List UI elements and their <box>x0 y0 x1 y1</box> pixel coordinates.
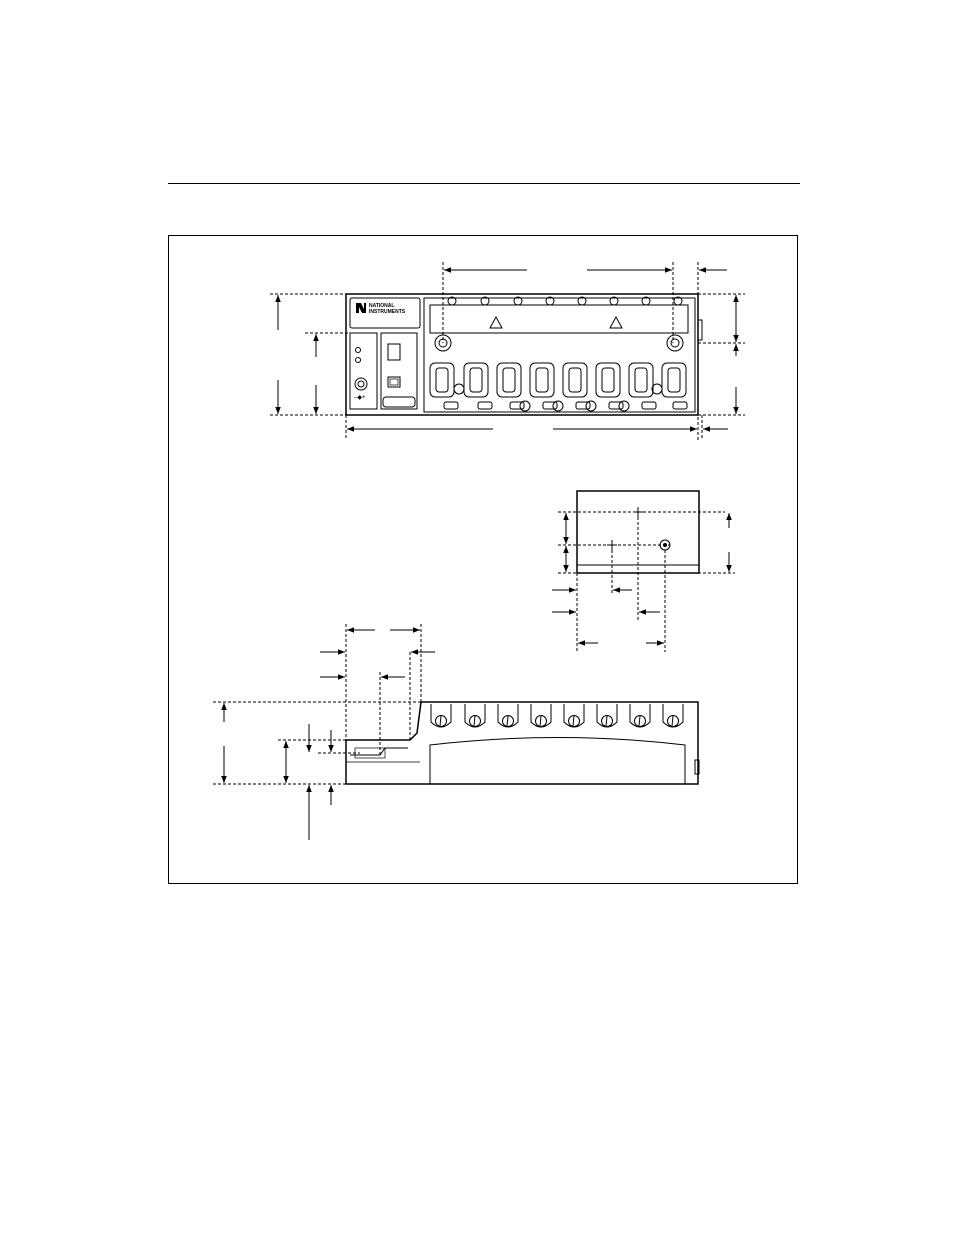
status-led-icon <box>356 358 361 363</box>
esd-warning-icon <box>490 317 502 328</box>
front-view: NATIONAL INSTRUMENTS –◆+ <box>346 294 702 415</box>
side-dimensions <box>213 624 421 784</box>
mounting-screw-icon <box>667 335 683 351</box>
power-connector-icon <box>355 378 367 390</box>
power-led-icon <box>356 348 361 353</box>
power-polarity-icon: –◆+ <box>354 395 366 401</box>
side-view <box>346 702 699 784</box>
bottom-dimensions <box>558 512 735 652</box>
reset-switch-icon <box>388 344 400 360</box>
esd-warning-icon <box>610 317 622 328</box>
module-cover <box>430 738 685 785</box>
bottom-latch-row <box>444 402 687 409</box>
side-outline <box>346 702 698 784</box>
side-arrows <box>224 630 435 840</box>
usb-label-icon <box>383 397 415 407</box>
din-clip <box>350 748 408 755</box>
module-connectors <box>430 363 686 397</box>
module-latches <box>431 704 683 727</box>
esd-label-strip <box>430 305 688 333</box>
logo-line2: INSTRUMENTS <box>369 309 406 315</box>
connector-holes <box>454 384 662 411</box>
ni-logo-icon: NATIONAL INSTRUMENTS <box>356 303 406 315</box>
bottom-arrows <box>552 513 729 643</box>
